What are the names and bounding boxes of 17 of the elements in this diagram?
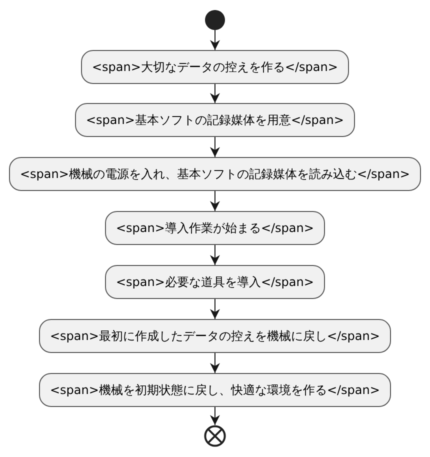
activity-box: <span>大切なデータの控えを作る</span> [81,50,349,84]
arrow [210,352,220,374]
activity-box: <span>機械の電源を入れ、基本ソフトの記録媒体を読み込む</span> [9,157,421,191]
start-dot [205,10,225,30]
arrow [210,406,220,426]
end-crossed-circle [204,425,226,447]
arrow [210,190,220,212]
arrow [210,30,220,50]
arrow [210,136,220,158]
arrow [210,84,220,104]
arrow [210,244,220,266]
activity-box: <span>基本ソフトの記録媒体を用意</span> [75,103,355,137]
activity-box: <span>最初に作成したデータの控えを機械に戻し</span> [39,319,391,353]
activity-box: <span>機械を初期状態に戻し、快適な環境を作る</span> [39,373,391,407]
activity-box: <span>導入作業が始まる</span> [105,211,325,245]
activity-box: <span>必要な道具を導入</span> [105,265,325,299]
arrow [210,298,220,320]
